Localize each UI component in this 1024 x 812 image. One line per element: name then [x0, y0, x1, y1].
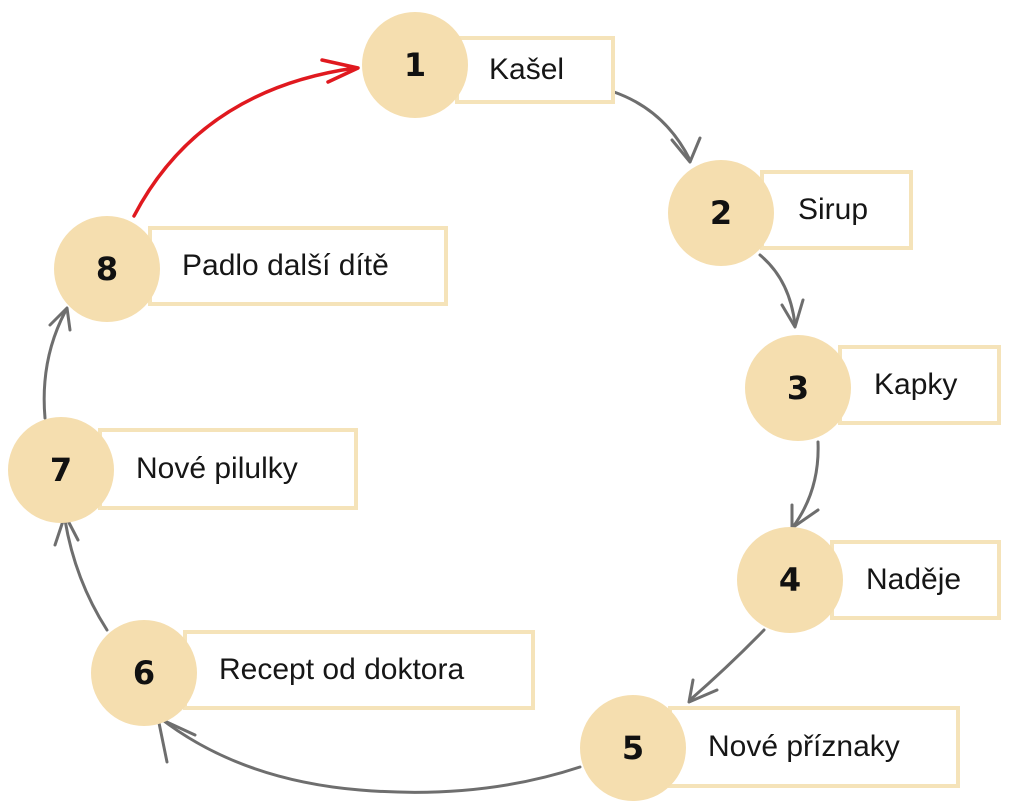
step-number: 4	[778, 561, 802, 599]
step-number-circle: 5	[580, 695, 686, 801]
step-number: 1	[403, 46, 427, 84]
step-label: Kapky	[874, 368, 958, 401]
step-number: 6	[132, 654, 156, 692]
step-number-circle: 8	[54, 216, 160, 322]
step-label-box: Kašel	[455, 36, 615, 104]
step-label: Padlo další dítě	[182, 249, 389, 282]
step-number: 5	[621, 729, 645, 767]
step-label: Nové příznaky	[708, 730, 900, 763]
step-number: 8	[95, 250, 119, 288]
arrow-7-to-8	[42, 306, 72, 420]
step-label: Sirup	[798, 193, 869, 226]
step-label: Kašel	[489, 53, 565, 86]
step-label-box: Nové příznaky	[668, 706, 960, 788]
arrow-4-to-5	[687, 628, 766, 704]
arrow-2-to-3	[758, 253, 805, 329]
step-label-box: Naděje	[830, 540, 1001, 620]
step-number: 7	[49, 451, 73, 489]
step-label-box: Padlo další dítě	[148, 226, 448, 306]
step-label-box: Sirup	[760, 170, 913, 250]
step-number-circle: 6	[91, 620, 197, 726]
step-number: 2	[709, 194, 733, 232]
step-label-box: Kapky	[838, 345, 1001, 425]
step-label: Naděje	[866, 563, 962, 596]
arrow-5-to-6	[156, 716, 582, 794]
arrow-1-to-2	[612, 90, 702, 164]
step-label-box: Nové pilulky	[98, 428, 358, 510]
step-number-circle: 2	[668, 160, 774, 266]
step-number-circle: 4	[737, 527, 843, 633]
step-label: Recept od doktora	[219, 653, 465, 686]
step-number-circle: 1	[362, 12, 468, 118]
step-number: 3	[786, 369, 810, 407]
arrow-6-to-7	[53, 513, 109, 632]
step-label: Nové pilulky	[136, 452, 298, 485]
arrow-8-to-1-highlight	[132, 58, 360, 218]
step-number-circle: 3	[745, 335, 851, 441]
step-label-box: Recept od doktora	[183, 630, 535, 710]
step-number-circle: 7	[8, 417, 114, 523]
arrow-3-to-4	[790, 440, 820, 530]
